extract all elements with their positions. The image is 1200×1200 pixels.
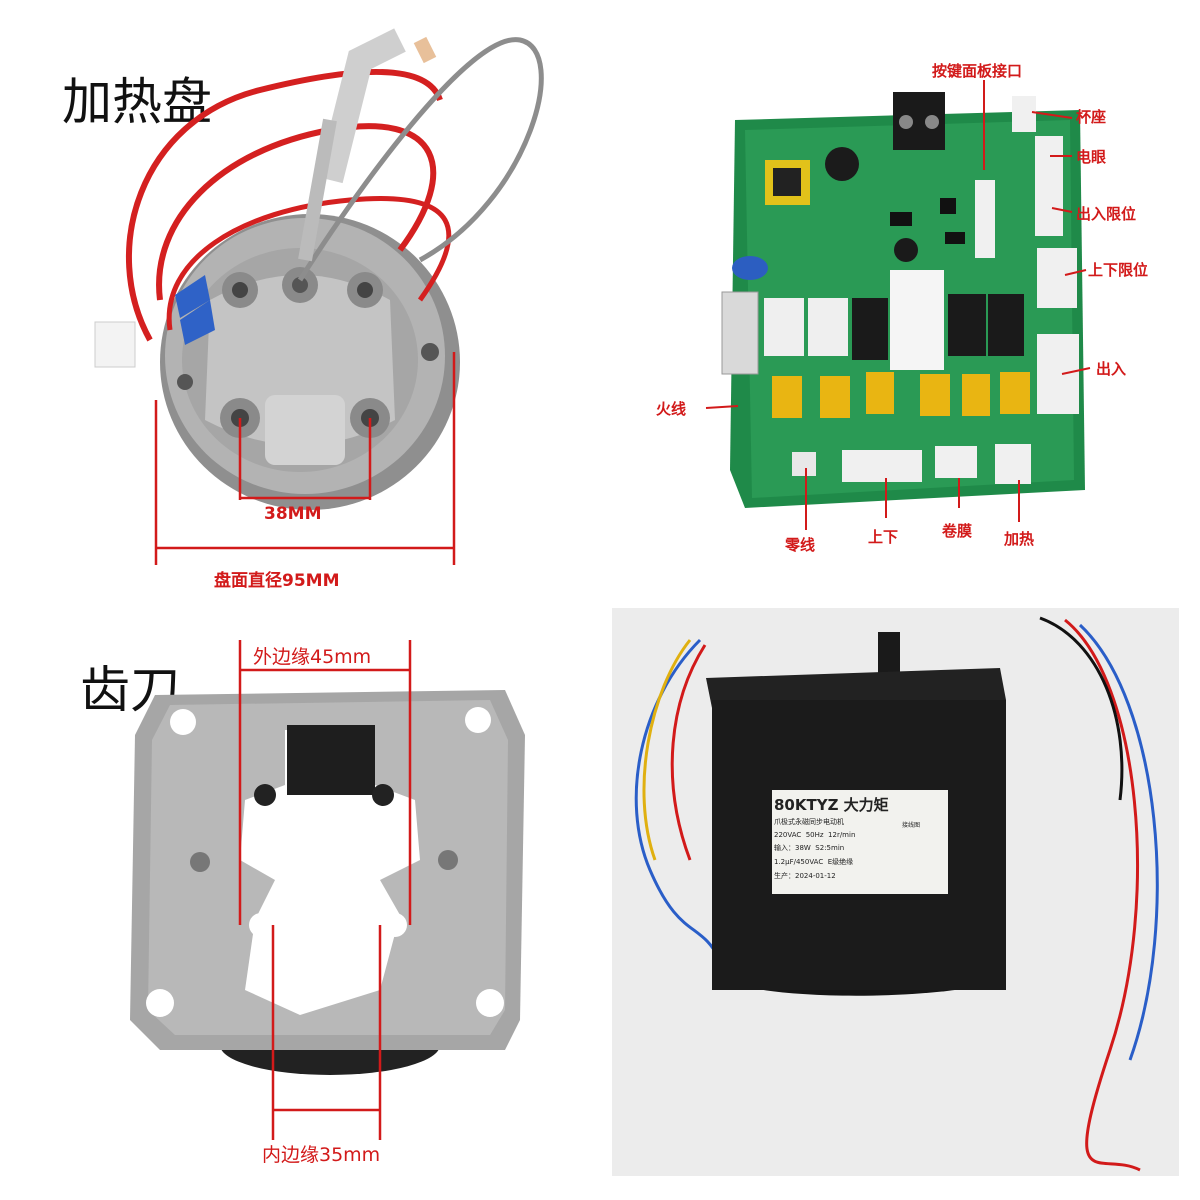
gear-cutter-outer-edge: 外边缘45mm <box>253 646 372 668</box>
gear-cutter-inner-edge: 内边缘35mm <box>262 1144 381 1166</box>
label-key-panel: 按键面板接口 <box>932 62 1023 80</box>
label-live-wire: 火线 <box>656 400 687 418</box>
heating-plate-title: 加热盘 <box>62 73 212 131</box>
label-in-out: 出入 <box>1096 360 1127 378</box>
heating-plate-outer-dimension: 盘面直径95MM <box>214 571 340 591</box>
heating-plate-inner-dimension: 38MM <box>264 504 322 524</box>
label-up-down: 上下 <box>868 528 899 546</box>
motor-voltage: 220VAC <box>774 831 802 839</box>
motor-speed: 12r/min <box>828 831 856 839</box>
motor-frequency: 50Hz <box>805 831 824 839</box>
motor-brand: 大力矩 <box>843 796 889 814</box>
circuit-board-photo <box>705 80 1091 530</box>
label-up-down-limit: 上下限位 <box>1088 261 1149 279</box>
label-film-roll: 卷膜 <box>942 522 973 540</box>
motor-duty: S2:5min <box>815 844 845 852</box>
motor-input: 输入：38W <box>774 844 811 852</box>
motor-wiring-label: 接线图 <box>902 822 921 829</box>
label-cup-seat: 杯座 <box>1076 108 1107 126</box>
gear-cutter-photo <box>130 640 525 1140</box>
label-neutral-wire: 零线 <box>785 536 816 554</box>
motor-capacitor: 1.2μF/450VAC <box>774 858 824 866</box>
motor-label: 80KTYZ 大力矩 爪极式永磁同步电动机 220VAC 50Hz 12r/mi… <box>774 794 946 892</box>
label-electric-eye: 电眼 <box>1076 148 1107 166</box>
label-heating: 加热 <box>1004 530 1035 548</box>
motor-model: 80KTYZ <box>774 796 839 814</box>
heating-plate-photo <box>94 28 544 565</box>
motor-insulation: E级绝缘 <box>827 858 854 866</box>
label-in-out-limit: 出入限位 <box>1076 205 1137 223</box>
motor-photo <box>634 616 1159 1172</box>
motor-production-date: 生产：2024-01-12 <box>774 872 836 880</box>
motor-photo-frame <box>612 608 1179 1176</box>
motor-subtitle: 爪极式永磁同步电动机 <box>774 818 844 826</box>
